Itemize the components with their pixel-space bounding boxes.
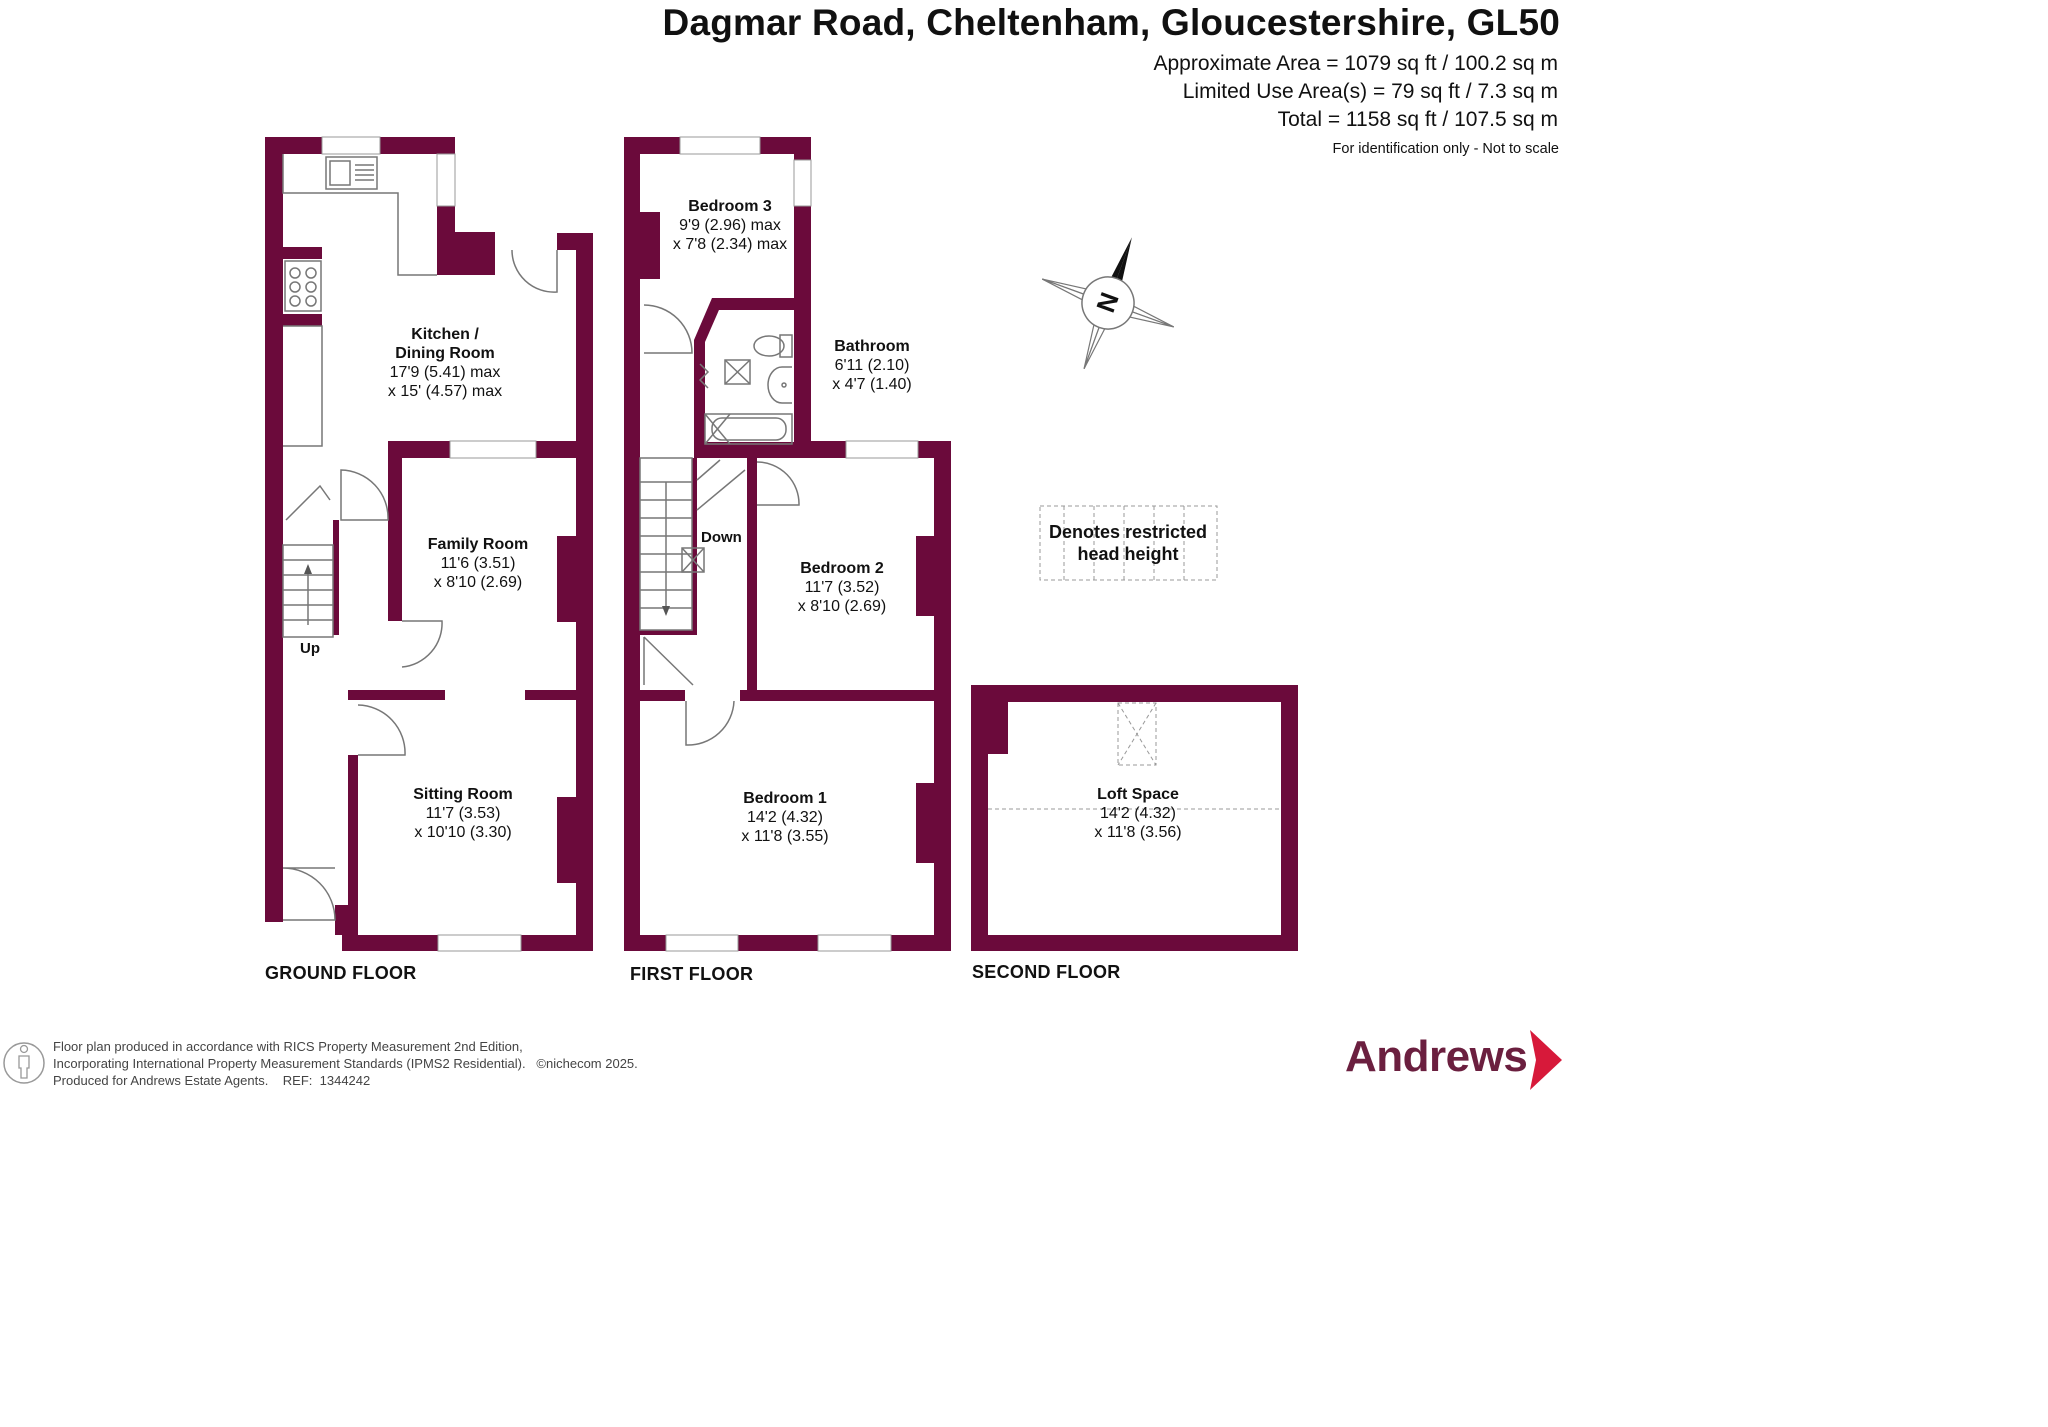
stairs-down-label: Down — [701, 529, 742, 546]
window — [845, 440, 919, 459]
compass-rose-icon — [1041, 237, 1175, 370]
sink-icon — [325, 156, 378, 190]
legend-text: Denotes restricted head height — [1042, 521, 1214, 565]
window — [437, 934, 522, 952]
page-title: Dagmar Road, Cheltenham, Gloucestershire… — [662, 2, 1560, 43]
window — [665, 934, 739, 952]
toilet-icon — [753, 334, 793, 358]
limited-use-area: Limited Use Area(s) = 79 sq ft / 7.3 sq … — [1182, 80, 1558, 103]
stairs-ground — [282, 544, 334, 638]
footer-line-3: Produced for Andrews Estate Agents. REF:… — [53, 1073, 371, 1088]
room-label-bedroom-3: Bedroom 3 9'9 (2.96) max x 7'8 (2.34) ma… — [672, 198, 788, 253]
first-floor-label: FIRST FLOOR — [630, 964, 754, 984]
total-area: Total = 1158 sq ft / 107.5 sq m — [1277, 108, 1558, 131]
door-swings-ground — [282, 249, 558, 921]
window — [449, 440, 537, 459]
room-label-sitting-room: Sitting Room 11'7 (3.53) x 10'10 (3.30) — [413, 786, 513, 841]
room-label-family-room: Family Room 11'6 (3.51) x 8'10 (2.69) — [427, 536, 529, 591]
second-floor-walls — [971, 685, 1298, 951]
footer-credits: Floor plan produced in accordance with R… — [53, 1038, 638, 1089]
footer-line-1: Floor plan produced in accordance with R… — [53, 1039, 523, 1054]
hob-icon — [284, 260, 322, 312]
brand-logo-text: Andrews — [1345, 1032, 1528, 1081]
door-swings-first — [643, 304, 800, 746]
window — [679, 136, 761, 155]
worktop — [283, 325, 323, 447]
worktop — [282, 154, 437, 276]
legend-line-1: Denotes restricted — [1048, 522, 1208, 542]
room-label-bathroom: Bathroom 6'11 (2.10) x 4'7 (1.40) — [832, 338, 912, 393]
stairs-up-label: Up — [300, 640, 320, 657]
disclaimer: For identification only - Not to scale — [1332, 141, 1559, 157]
basin-icon — [767, 366, 792, 404]
ground-floor-label: GROUND FLOOR — [265, 963, 417, 983]
window — [817, 934, 892, 952]
legend-line-2: head height — [1077, 544, 1179, 564]
restricted-head-height-legend-box — [1039, 505, 1218, 581]
room-label-bedroom-1: Bedroom 1 14'2 (4.32) x 11'8 (3.55) — [741, 790, 829, 845]
bath-icon — [704, 413, 793, 445]
room-label-bedroom-2: Bedroom 2 11'7 (3.52) x 8'10 (2.69) — [797, 560, 887, 615]
floor-plan-drawing: .w { fill: #6b0a3b; } .ln { stroke: #777… — [3, 136, 1562, 1090]
stairs-first — [639, 457, 746, 631]
ground-floor-walls — [265, 137, 593, 951]
room-label-loft-space: Loft Space 14'2 (4.32) x 11'8 (3.56) — [1094, 786, 1182, 841]
footer-line-2: Incorporating International Property Mea… — [53, 1056, 638, 1071]
window — [321, 136, 381, 155]
skylight-icon — [1117, 702, 1157, 766]
room-label-kitchen-dining: Kitchen / Dining Room 17'9 (5.41) max x … — [387, 326, 503, 400]
window — [793, 159, 812, 207]
second-floor-label: SECOND FLOOR — [972, 962, 1121, 982]
person-figure-icon — [3, 1042, 45, 1084]
approximate-area: Approximate Area = 1079 sq ft / 100.2 sq… — [1153, 52, 1559, 75]
loft-hatch-icon — [724, 359, 751, 385]
window — [436, 153, 456, 207]
chevron-arrow-icon — [1530, 1030, 1562, 1090]
